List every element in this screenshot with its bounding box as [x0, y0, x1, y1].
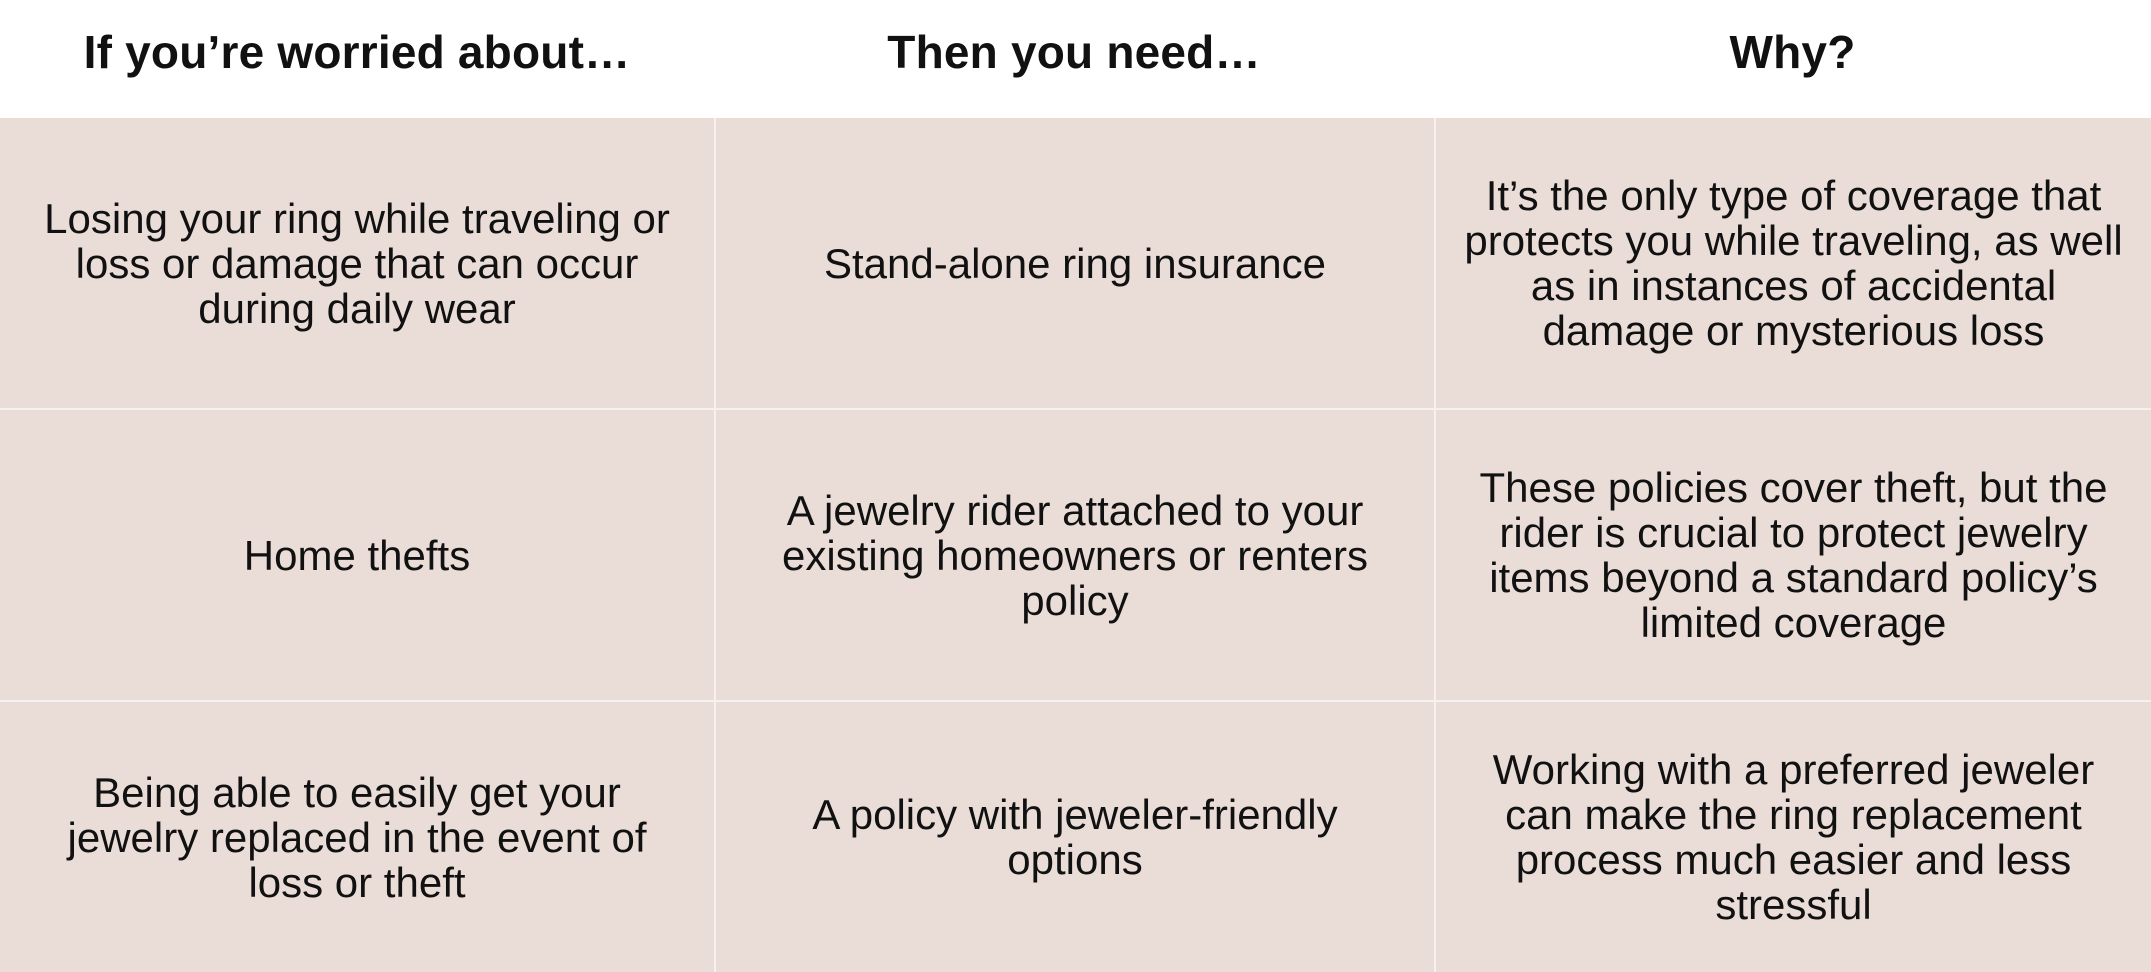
row-2-concern-cell: Home thefts: [0, 408, 714, 700]
row-1-concern-cell: Losing your ring while traveling or loss…: [0, 118, 714, 408]
row-1-why: It’s the only type of coverage that prot…: [1464, 172, 2123, 354]
row-3-need-cell: A policy with jeweler-friendly options: [714, 700, 1434, 972]
header-need: Then you need…: [714, 0, 1434, 118]
row-3-why-cell: Working with a preferred jeweler can mak…: [1434, 700, 2151, 972]
header-why: Why?: [1434, 0, 2151, 118]
row-2-need-cell: A jewelry rider attached to your existin…: [714, 408, 1434, 700]
row-3-need: A policy with jeweler-friendly options: [812, 791, 1338, 883]
row-1-why-cell: It’s the only type of coverage that prot…: [1434, 118, 2151, 408]
row-1-need: Stand-alone ring insurance: [824, 239, 1326, 287]
header-concern: If you’re worried about…: [0, 0, 714, 118]
row-3-why: Working with a preferred jeweler can mak…: [1492, 746, 2095, 928]
row-1-concern: Losing your ring while traveling or loss…: [44, 194, 670, 332]
row-2-why: These policies cover theft, but the ride…: [1479, 464, 2108, 646]
row-2-concern: Home thefts: [243, 531, 471, 579]
row-2-need: A jewelry rider attached to your existin…: [782, 486, 1368, 624]
row-3-concern-cell: Being able to easily get your jewelry re…: [0, 700, 714, 972]
row-3-concern: Being able to easily get your jewelry re…: [67, 768, 647, 906]
row-2-why-cell: These policies cover theft, but the ride…: [1434, 408, 2151, 700]
row-1-need-cell: Stand-alone ring insurance: [714, 118, 1434, 408]
